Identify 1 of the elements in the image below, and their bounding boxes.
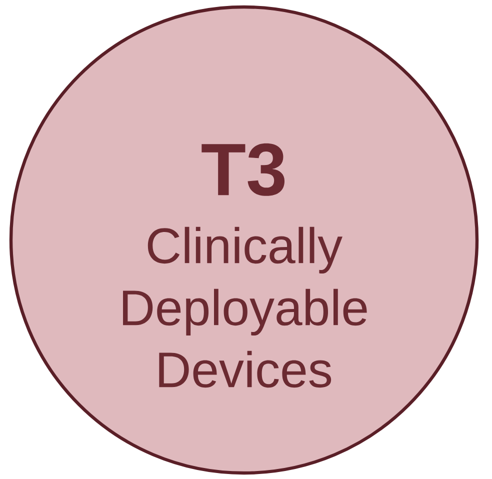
circle-node: T3 Clinically Deployable Devices	[9, 5, 479, 475]
